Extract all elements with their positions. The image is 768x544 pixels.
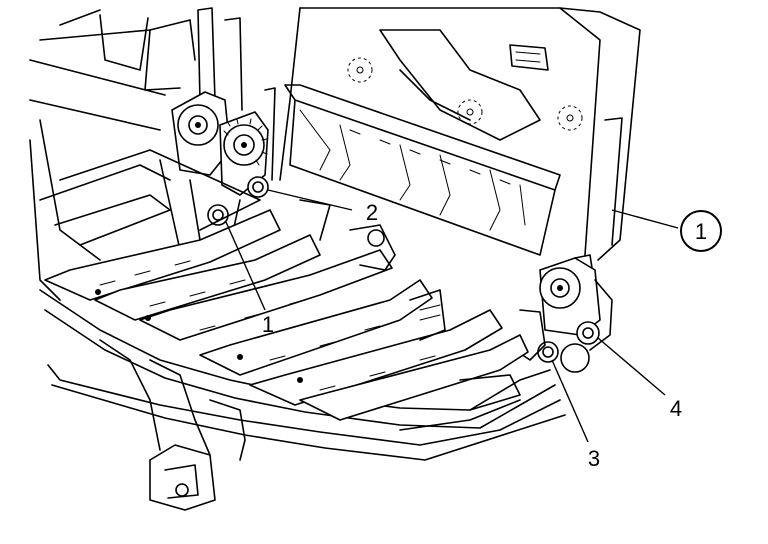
back-lower-bar [284,84,561,256]
leader-part-2 [267,189,353,211]
leader-view-number [611,209,679,229]
seat-back-frame [279,7,641,261]
callout-part-2: 2 [366,200,378,225]
right-recliner [514,254,613,373]
leader-part-3 [551,359,589,443]
leader-part-1 [225,221,266,311]
seat-cushion-frame [29,119,566,511]
callout-circle [680,210,722,252]
left-recliner [159,91,269,256]
callout-view-number: 1 [680,210,722,252]
left-back-frame [29,7,276,181]
callout-part-1: 1 [262,312,274,337]
leader-lines [225,189,679,443]
leader-part-4 [597,337,666,396]
callout-part-4: 4 [670,396,682,421]
callout-view-number-label: 1 [695,219,707,244]
callout-part-3: 3 [588,446,600,471]
